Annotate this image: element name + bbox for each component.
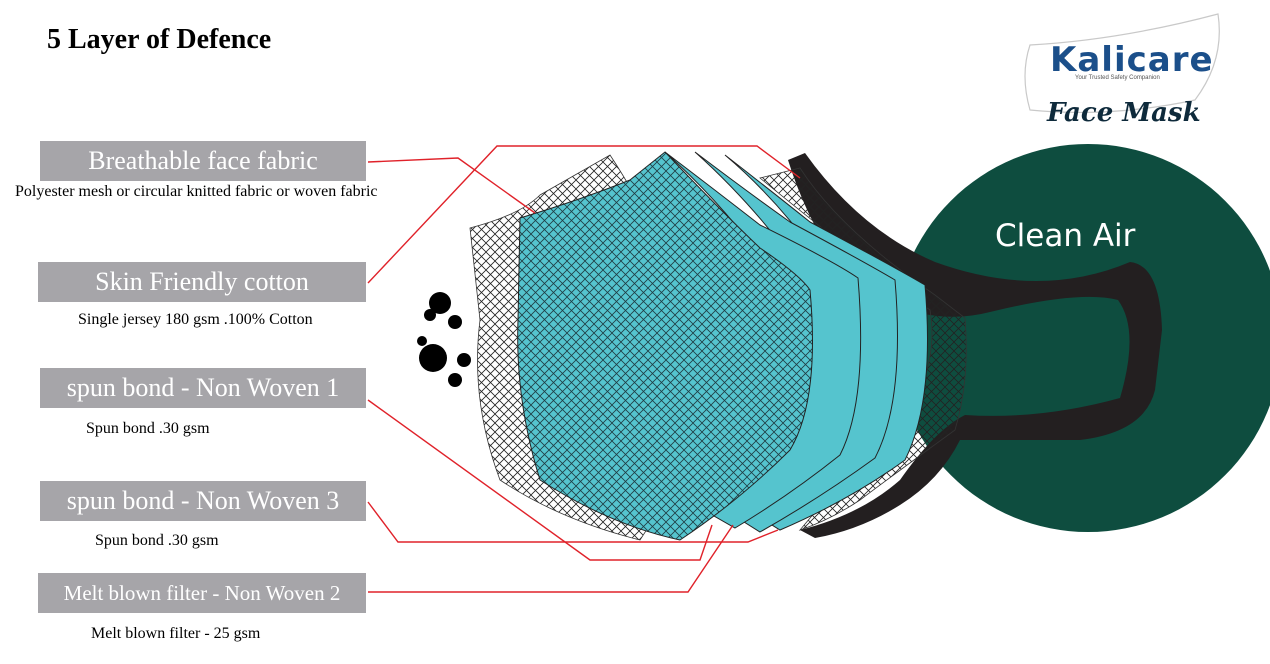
particle-dot [419,344,447,372]
leader-line-cotton [367,145,801,284]
layer-label-cotton: Skin Friendly cotton [38,262,366,302]
leader-line-nonwoven-3 [367,501,779,543]
clean-air-label: Clean Air [995,218,1136,254]
layer-desc-nonwoven-3: Spun bond .30 gsm [95,532,219,549]
page-title: 5 Layer of Defence [47,24,272,55]
layer-desc-meltblown: Melt blown filter - 25 gsm [91,625,261,642]
layer-desc-nonwoven-1: Spun bond .30 gsm [86,420,210,437]
inner-mesh-layer [759,167,967,531]
cotton-layer [517,151,813,541]
layer-label-breathable: Breathable face fabric [40,141,366,181]
brand-tagline: Your Trusted Safety Companion [1075,75,1160,81]
particle-dot [424,309,436,321]
leader-line-meltblown [368,524,734,593]
particle-dot [448,315,462,329]
ear-strap [788,153,1162,538]
particle-dot [417,336,427,346]
brand-swoosh [1024,13,1220,114]
particle-dot [457,353,471,367]
product-name: Face Mask [1047,98,1201,128]
particle-dot [448,373,462,387]
brand-logo: Kalicare [1050,40,1214,80]
leader-line-breathable [367,157,536,214]
layer-desc-breathable: Polyester mesh or circular knitted fabri… [15,183,378,200]
layer-label-nonwoven-3: spun bond - Non Woven 3 [40,481,366,521]
leader-lines [367,145,801,593]
layer-label-nonwoven-1: spun bond - Non Woven 1 [40,368,366,408]
layer-label-meltblown: Melt blown filter - Non Woven 2 [38,573,366,613]
particle-dot [429,292,451,314]
particles [417,292,471,387]
layer-desc-cotton: Single jersey 180 gsm .100% Cotton [78,311,313,328]
